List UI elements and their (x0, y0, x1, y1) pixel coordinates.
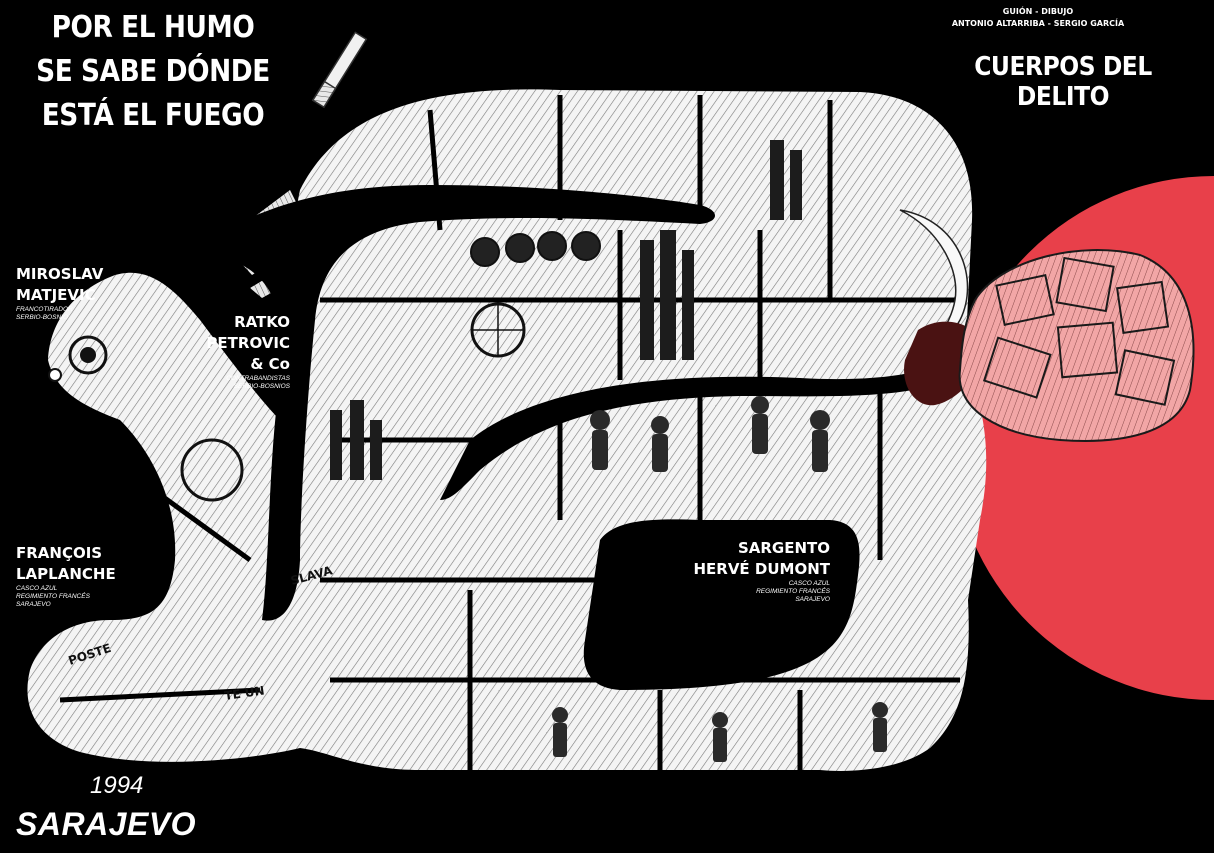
character-role-line: SARAJEVO (16, 601, 51, 608)
character-role-line: SARAJEVO (795, 596, 830, 603)
character-francois: FRANÇOIS LAPLANCHE CASCO AZUL REGIMIENTO… (16, 543, 116, 609)
character-role-line: CONTRABANDISTAS (226, 375, 290, 382)
middle-black-stroke (440, 360, 950, 500)
photo-frames (982, 256, 1176, 406)
wall-graffiti: TE UN (223, 683, 265, 702)
panel-gutters (59, 95, 960, 770)
character-role-line: REGIMIENTO FRANCÉS (16, 593, 90, 600)
city-label: SARAJEVO (16, 806, 197, 842)
main-title-line-3: ESTÁ EL FUEGO (41, 98, 265, 133)
porthole-row (470, 231, 601, 267)
credits-roles: GUIÓN - DIBUJO (1002, 7, 1074, 16)
character-name-line: SARGENTO (737, 539, 830, 557)
character-name-line: FRANÇOIS (16, 544, 103, 562)
main-title-line-2: SE SABE DÓNDE (36, 54, 270, 89)
character-role-line: SERBIO-BOSNIO (16, 314, 69, 321)
character-role-line: CASCO AZUL (16, 585, 58, 592)
main-title-line-1: POR EL HUMO (51, 10, 255, 45)
upper-black-stroke (190, 185, 715, 621)
year-label: 1994 (90, 772, 144, 799)
character-name-line: PETROVIC (206, 334, 290, 352)
character-name-line: LAPLANCHE (16, 565, 116, 583)
character-name-line: MIROSLAV (16, 265, 104, 283)
eye-icon (68, 335, 108, 375)
character-name-line: RATKO (234, 313, 290, 331)
photo-bundle (958, 249, 1195, 442)
main-title: POR EL HUMO SE SABE DÓNDE ESTÁ EL FUEGO (34, 6, 272, 138)
character-role-line: FRANCOTIRADOR (16, 306, 73, 313)
character-ratko: RATKO PETROVIC & Co CONTRABANDISTAS SERB… (206, 312, 290, 391)
character-name-line: MATJEVIC (16, 286, 96, 304)
lower-black-blob (583, 519, 860, 690)
credits-authors: ANTONIO ALTARRIBA - SERGIO GARCÍA (951, 19, 1125, 28)
cigarette-icon (311, 31, 368, 109)
character-name-line: & Co (250, 355, 290, 373)
character-herve: SARGENTO HERVÉ DUMONT CASCO AZUL REGIMIE… (693, 538, 830, 604)
figure-sketches (552, 396, 888, 762)
character-name-line: HERVÉ DUMONT (693, 560, 830, 578)
character-role-line: CASCO AZUL (788, 580, 830, 587)
character-role-line: REGIMIENTO FRANCÉS (756, 588, 830, 595)
credits: GUIÓN - DIBUJO ANTONIO ALTARRIBA - SERGI… (888, 6, 1188, 30)
character-miroslav: MIROSLAV MATJEVIC FRANCOTIRADOR SERBIO-B… (16, 264, 103, 322)
character-role-line: SERBIO-BOSNIOS (233, 383, 290, 390)
book-title: CUERPOS DEL DELITO (974, 52, 1152, 112)
tower-buildings (330, 140, 802, 480)
